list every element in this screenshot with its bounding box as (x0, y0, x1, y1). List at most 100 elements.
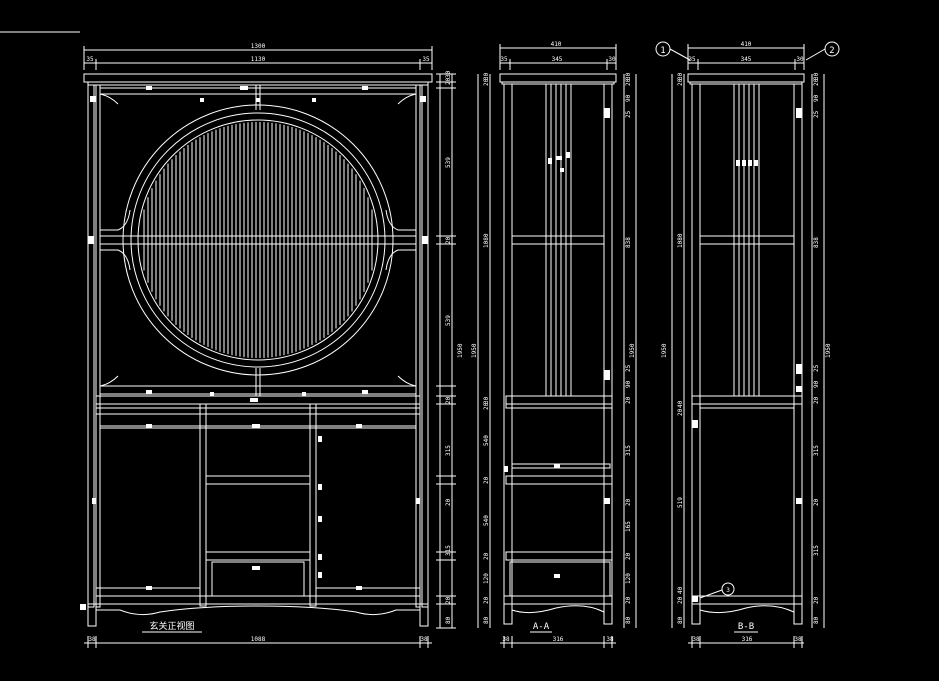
callout-2-label: 2 (829, 46, 834, 56)
section-b-slats (733, 84, 760, 396)
section-b-bottom-width-right: 38 (794, 636, 802, 643)
section-a-right-dim-14: 80 (625, 616, 632, 624)
section-a-left-dim-7: 540 (483, 515, 490, 526)
front-right-dim-2: 539 (445, 157, 452, 168)
section-b-title: B-B (738, 622, 754, 632)
section-b-view: 410 35 345 30 1 2 3 (655, 41, 840, 648)
section-b-top-width-mid: 345 (741, 56, 752, 63)
section-b-left-dim-4: 20 (677, 408, 684, 416)
section-b-right-dim-11: 20 (813, 596, 820, 604)
section-b-top-width-left: 35 (688, 56, 696, 63)
section-b-top-width-right: 30 (796, 56, 804, 63)
section-a-left-dim-6: 20 (483, 476, 490, 484)
section-b-left-dim-7: 20 (677, 596, 684, 604)
section-a-bottom-width-left: 38 (502, 636, 510, 643)
section-a-right-dim-7: 20 (625, 396, 632, 404)
section-b-right-dim-4: 838 (813, 237, 820, 248)
front-right-dim-5: 20 (445, 396, 452, 404)
section-a-right-dim-3: 25 (625, 110, 632, 118)
section-b-overall-width: 410 (741, 41, 752, 48)
section-a-left-dim-5: 540 (483, 435, 490, 446)
section-b-bottom-width-mid: 316 (742, 636, 753, 643)
section-a-left-dim-11: 80 (483, 616, 490, 624)
callout-1-label: 1 (660, 46, 665, 56)
section-a-right-total: 1950 (629, 343, 636, 358)
section-a-right-dim-5: 25 (625, 364, 632, 372)
section-a-top-width-right: 30 (608, 56, 616, 63)
circle-slats (143, 122, 373, 358)
section-a-right-dim-4: 838 (625, 237, 632, 248)
section-b-left-dim-6: 80 (677, 616, 684, 624)
front-top-width-left: 35 (86, 56, 94, 63)
section-b-right-dim-8: 315 (813, 445, 820, 456)
front-bottom-width-left: 38 (88, 636, 96, 643)
section-b-right-dim-12: 80 (813, 616, 820, 624)
section-a-right-dim-10: 165 (625, 521, 632, 532)
section-b-right-dim-5: 25 (813, 364, 820, 372)
section-a-top-width-left: 35 (500, 56, 508, 63)
front-right-dim-3: 20 (445, 236, 452, 244)
section-b-right-dim-10: 315 (813, 545, 820, 556)
section-b-right-dim-3: 25 (813, 110, 820, 118)
front-total-height: 1950 (457, 343, 464, 358)
front-bottom-width-mid: 1088 (251, 636, 266, 643)
front-view: 1300 35 1130 35 (80, 43, 464, 648)
section-b-right-total: 1950 (825, 343, 832, 358)
front-top-width-mid: 1130 (251, 56, 266, 63)
section-a-right-dim-2: 90 (625, 94, 632, 102)
section-a-right-dim-0: 30 (625, 72, 632, 80)
section-a-bottom-width-mid: 316 (553, 636, 564, 643)
section-a-left-dim-0: 30 (483, 72, 490, 80)
section-b-left-dim-3: 40 (677, 400, 684, 408)
section-a-right-dim-9: 20 (625, 498, 632, 506)
callout-3 (721, 582, 735, 596)
section-b-left-dim-2: 1080 (677, 233, 684, 248)
section-a-right-dim-12: 120 (625, 573, 632, 584)
front-overall-width: 1300 (251, 43, 266, 50)
front-right-dim-ticks (436, 73, 456, 629)
section-a-left-dim-10: 20 (483, 596, 490, 604)
section-a-top-width-mid: 345 (552, 56, 563, 63)
section-b-left-total: 1950 (661, 343, 668, 358)
section-a-right-dim-8: 315 (625, 445, 632, 456)
callout-3-label: 3 (726, 587, 730, 594)
section-b-right-dim-1: 20 (813, 78, 820, 86)
section-a-right-dim-6: 90 (625, 380, 632, 388)
section-b-bottom-width-left: 38 (692, 636, 700, 643)
front-right-dim-9: 20 (445, 596, 452, 604)
section-b-left-dim-1: 20 (677, 78, 684, 86)
front-right-dim-4: 539 (445, 315, 452, 326)
section-a-left-dim-2: 1080 (483, 233, 490, 248)
section-a-title: A-A (533, 622, 550, 632)
front-right-dim-6: 315 (445, 445, 452, 456)
section-a-left-dim-4: 20 (483, 402, 490, 410)
front-right-dim-1: 20 (445, 77, 452, 85)
front-right-dim-8: 315 (445, 545, 452, 556)
section-b-right-dim-2: 90 (813, 94, 820, 102)
front-right-dim-7: 20 (445, 498, 452, 506)
section-b-left-dim-5: 519 (677, 497, 684, 508)
front-view-title: 玄关正视图 (149, 620, 194, 632)
section-a-left-dim-8: 20 (483, 552, 490, 560)
section-a-left-dim-1: 20 (483, 78, 490, 86)
section-a-right-dim-13: 20 (625, 596, 632, 604)
section-a-right-dim-1: 20 (625, 78, 632, 86)
section-b-right-dim-0: 30 (813, 72, 820, 80)
section-a-left-dim-9: 120 (483, 573, 490, 584)
section-b-left-dim-0: 30 (677, 72, 684, 80)
section-a-bottom-width-right: 38 (606, 636, 614, 643)
section-a-left-dim-3: 30 (483, 396, 490, 404)
section-a-overall-width: 410 (551, 41, 562, 48)
section-a-left-total: 1950 (471, 343, 478, 358)
section-b-right-dim-9: 20 (813, 498, 820, 506)
front-bottom-width-right: 38 (420, 636, 428, 643)
section-a-right-dim-11: 20 (625, 552, 632, 560)
section-a-view: 410 35 345 30 30 20 1080 3 (471, 41, 637, 648)
section-b-right-dim-6: 90 (813, 380, 820, 388)
front-right-dim-10: 80 (445, 616, 452, 624)
section-b-right-dim-7: 20 (813, 396, 820, 404)
section-b-left-dim-8: 40 (677, 586, 684, 594)
front-top-width-right: 35 (422, 56, 430, 63)
front-right-dim-0: 30 (445, 70, 452, 78)
